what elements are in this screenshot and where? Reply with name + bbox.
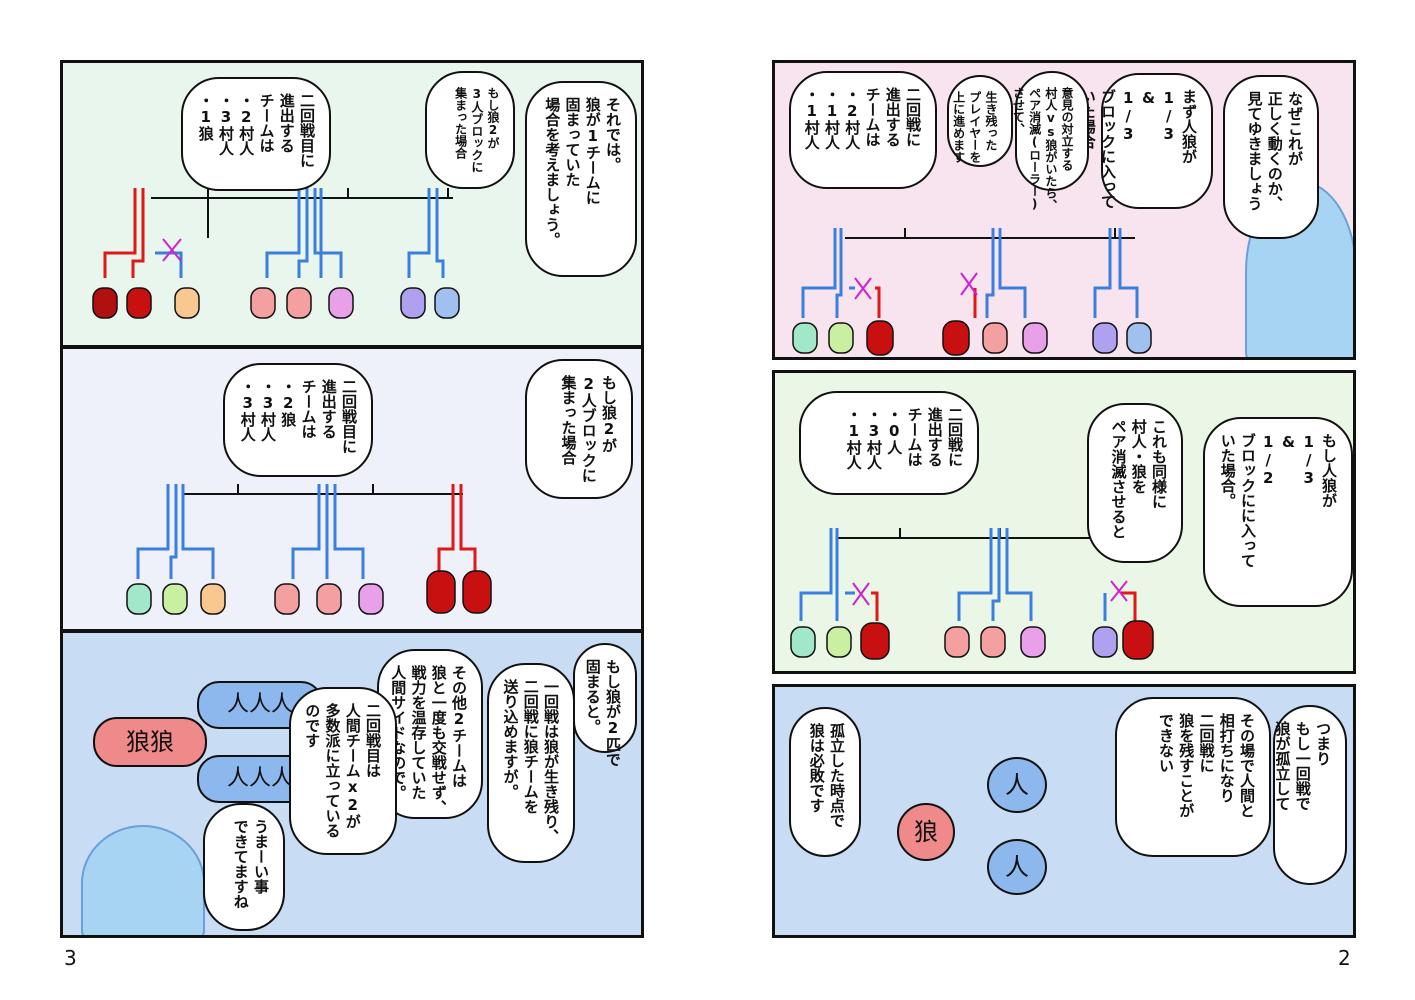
speech-bubble-conclusion-2: その場で人間と 相打ちになり 二回戦に 狼を残すことが できない bbox=[1115, 697, 1271, 857]
speech-bubble-intro: それでは。 狼が1チームに 固まっていた 場合を考えましょう。 bbox=[525, 81, 637, 277]
human-token-2: 人 bbox=[987, 839, 1047, 895]
speech-bubble-a: もし狼が2匹で 固まると。 bbox=[573, 643, 637, 767]
tournament-bracket-l2 bbox=[126, 484, 492, 615]
speech-bubble-case-1: まず人狼が 1/3 & 1/3 ブロックに入って いた場合 bbox=[1079, 73, 1213, 209]
left-panel-1: それでは。 狼が1チームに 固まっていた 場合を考えましょう。 もし狼2が 3人… bbox=[60, 60, 644, 348]
tournament-bracket-r2 bbox=[790, 528, 1154, 660]
right-panel-3: 狼 人 人 つまり もし一回戦で 狼が孤立して しまうと。 その場で人間と 相打… bbox=[772, 684, 1356, 938]
speech-bubble-result-2: 二回戦目に 進出する チームは ・2狼 ・3村人 ・3村人 bbox=[223, 363, 373, 477]
wolf-token: 狼 bbox=[897, 803, 955, 861]
page-number-right: 2 bbox=[1338, 946, 1351, 970]
speech-bubble-why: なぜこれが 正しく動くのか、 見てゆきましょう bbox=[1223, 75, 1319, 239]
left-panel-3: 狼狼 人人人 人人人 もし狼が2匹で 固まると。 一回戦は狼が生き残り、 二回戦… bbox=[60, 630, 644, 938]
speech-bubble-e: うまーい事 できてますね bbox=[203, 803, 285, 931]
speech-bubble-b: 一回戦は狼が生き残り、 二回戦に狼チームを 送り込めますが。 bbox=[487, 663, 575, 863]
speech-bubble-result: 二回戦目に 進出する チームは ・2村人 ・3村人 ・1狼 bbox=[181, 77, 331, 191]
page-number-left: 3 bbox=[64, 946, 77, 970]
speech-bubble-conclusion: つまり もし一回戦で 狼が孤立して しまうと。 bbox=[1253, 705, 1347, 885]
speech-bubble-d: 二回戦目は 人間チームx2が 多数派に立っている のです bbox=[289, 687, 397, 855]
wolf-token-label: 狼 bbox=[126, 728, 150, 756]
speech-bubble-final: 孤立した時点で 狼は必敗です bbox=[789, 707, 861, 857]
speech-bubble-result-r2: 二回戦に 進出する チームは ・0人 ・3村人 ・1村人 bbox=[799, 391, 979, 495]
speech-bubble-case-2: もし人狼が 1/3 & 1/2 ブロックにに入って いた場合。 bbox=[1203, 417, 1353, 607]
speech-bubble-result-r1: 二回戦に 進出する チームは ・2村人 ・1村人 ・1村人 bbox=[789, 71, 937, 189]
wolf-token-group: 狼狼 bbox=[93, 717, 207, 767]
tournament-bracket-l1 bbox=[92, 188, 460, 319]
speech-bubble-pair: 意見の対立する 村人vs狼がいたら、 ペア消滅(ローラー) させて、 bbox=[1011, 71, 1089, 211]
speech-bubble-same: これも同様に 村人・狼を ペア消滅させると bbox=[1087, 403, 1183, 563]
human-token-1: 人 bbox=[987, 757, 1047, 813]
speech-bubble-condition-2: もし狼2が 2人ブロックに 集まった場合 bbox=[525, 359, 633, 499]
speech-bubble-advance: 生き残った プレイヤーを 上に進めます bbox=[947, 75, 1013, 167]
character-portrait bbox=[81, 825, 205, 935]
left-panel-2: もし狼2が 2人ブロックに 集まった場合 二回戦目に 進出する チームは ・2狼… bbox=[60, 346, 644, 632]
speech-bubble-condition: もし狼2が 3人ブロックに 集まった場合 bbox=[425, 71, 515, 189]
right-panel-2: もし人狼が 1/3 & 1/2 ブロックにに入って いた場合。 これも同様に 村… bbox=[772, 370, 1356, 674]
right-panel-1: なぜこれが 正しく動くのか、 見てゆきましょう まず人狼が 1/3 & 1/3 … bbox=[772, 60, 1356, 360]
tournament-bracket-r1 bbox=[792, 228, 1152, 356]
